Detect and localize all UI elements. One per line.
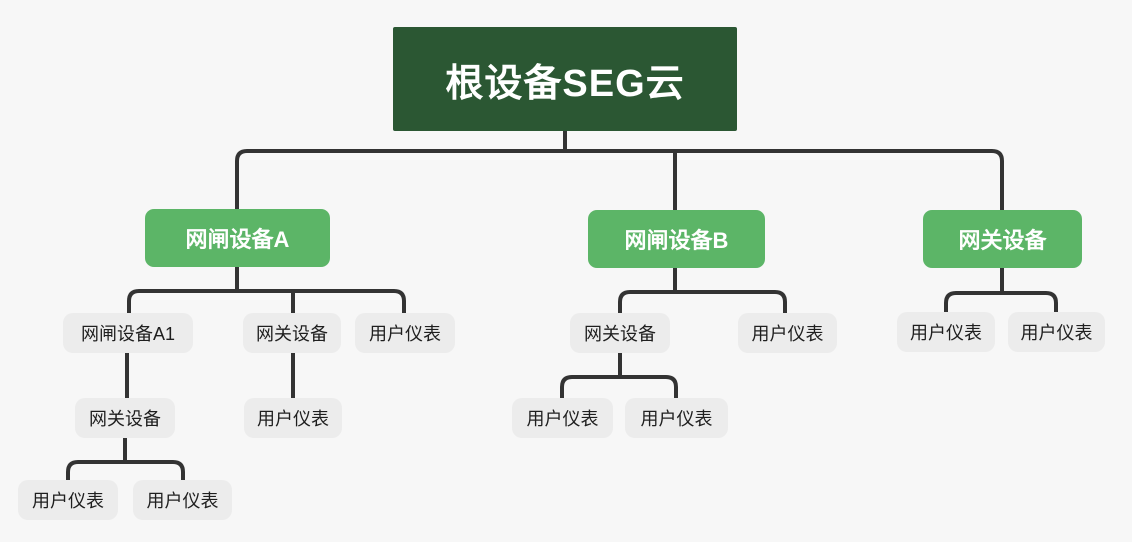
node-a-gateway[interactable]: 网关设备 — [243, 313, 341, 353]
connector-c-bus — [944, 291, 1058, 312]
node-gatekeeper-a1[interactable]: 网闸设备A1 — [63, 313, 193, 353]
node-a-gateway-meter[interactable]: 用户仪表 — [244, 398, 342, 438]
node-root-seg-cloud[interactable]: 根设备SEG云 — [393, 27, 737, 131]
connector-b-gateway-bus — [560, 375, 678, 398]
node-gateway-c[interactable]: 网关设备 — [923, 210, 1082, 268]
node-c-meter-2[interactable]: 用户仪表 — [1008, 312, 1105, 352]
node-a-meter[interactable]: 用户仪表 — [355, 313, 455, 353]
connector-a1-gateway-bus — [66, 460, 185, 480]
node-b-gateway[interactable]: 网关设备 — [570, 313, 670, 353]
node-a1-gateway-meter-1[interactable]: 用户仪表 — [18, 480, 118, 520]
connector-root-bus — [235, 149, 1004, 211]
node-gatekeeper-b[interactable]: 网闸设备B — [588, 210, 765, 268]
connector-a-bus — [127, 289, 406, 313]
node-a1-gateway-meter-2[interactable]: 用户仪表 — [133, 480, 232, 520]
node-b-gateway-meter-2[interactable]: 用户仪表 — [625, 398, 728, 438]
node-gatekeeper-a[interactable]: 网闸设备A — [145, 209, 330, 267]
node-a1-gateway[interactable]: 网关设备 — [75, 398, 175, 438]
node-b-meter[interactable]: 用户仪表 — [738, 313, 837, 353]
connector-b-bus — [618, 290, 787, 313]
node-b-gateway-meter-1[interactable]: 用户仪表 — [512, 398, 613, 438]
node-c-meter-1[interactable]: 用户仪表 — [897, 312, 995, 352]
